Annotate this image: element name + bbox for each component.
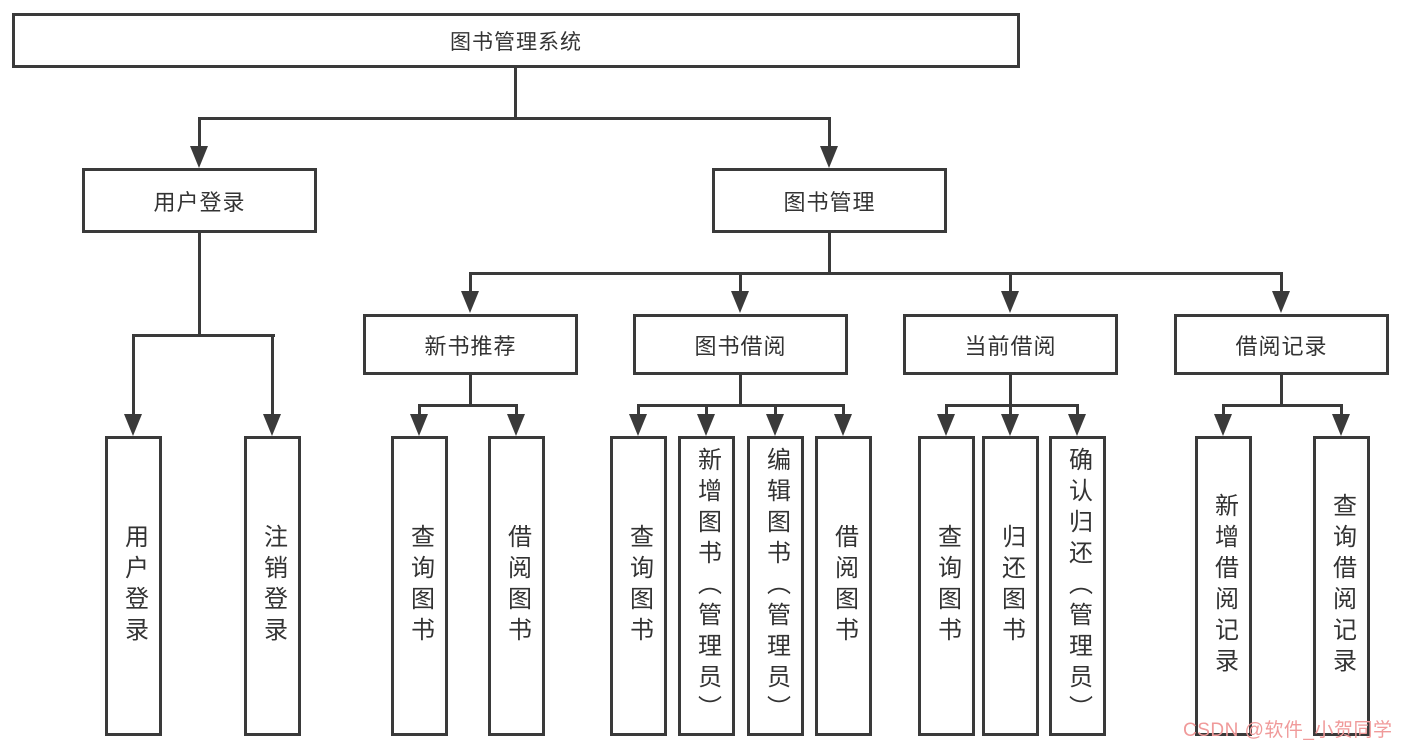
connector-line [1009,375,1012,406]
connector-line [1076,404,1079,416]
connector-line [945,404,1079,407]
connector-line [469,272,1283,275]
arrow-down-icon [263,414,281,436]
arrow-down-icon [190,146,208,168]
node-book-management: 图书管理 [712,168,947,233]
connector-line [132,334,275,337]
arrow-down-icon [629,414,647,436]
arrow-down-icon [766,414,784,436]
node-logout: 注销登录 [244,436,301,736]
arrow-down-icon [1001,414,1019,436]
connector-line [1280,272,1283,293]
connector-line [774,404,777,416]
connector-line [418,404,518,407]
connector-line [739,375,742,406]
arrow-down-icon [1068,414,1086,436]
connector-line [514,68,517,120]
arrow-down-icon [937,414,955,436]
connector-line [132,334,135,416]
connector-line [705,404,708,416]
connector-line [198,117,201,150]
connector-line [1280,375,1283,406]
node-return-books: 归还图书 [982,436,1039,736]
connector-line [1009,272,1012,293]
arrow-down-icon [1272,291,1290,313]
arrow-down-icon [820,146,838,168]
node-query-books-current: 查询图书 [918,436,975,736]
connector-line [828,117,831,150]
connector-line [945,404,948,416]
connector-line [1340,404,1343,416]
connector-line [515,404,518,416]
node-add-books-admin: 新增图书（管理员） [678,436,735,736]
node-borrow-records: 借阅记录 [1174,314,1389,375]
connector-line [198,117,831,120]
connector-line [1222,404,1225,416]
node-book-borrowing: 图书借阅 [633,314,848,375]
connector-line [469,375,472,406]
connector-line [739,272,742,293]
node-borrow-books: 借阅图书 [815,436,872,736]
csdn-watermark: CSDN @软件_小贺同学 [1183,720,1393,741]
arrow-down-icon [410,414,428,436]
connector-line [842,404,845,416]
arrow-down-icon [507,414,525,436]
arrow-down-icon [1332,414,1350,436]
node-confirm-return-admin: 确认归还（管理员） [1049,436,1106,736]
arrow-down-icon [731,291,749,313]
arrow-down-icon [124,414,142,436]
node-edit-books-admin: 编辑图书（管理员） [747,436,804,736]
node-user-login: 用户登录 [82,168,317,233]
connector-line [1222,404,1343,407]
arrow-down-icon [461,291,479,313]
node-new-book-recommend: 新书推荐 [363,314,578,375]
connector-line [271,334,274,416]
node-query-books-recommend: 查询图书 [391,436,448,736]
connector-line [418,404,421,416]
arrow-down-icon [697,414,715,436]
node-query-books-borrow: 查询图书 [610,436,667,736]
node-current-borrowing: 当前借阅 [903,314,1118,375]
connector-line [828,233,831,274]
connector-line [1009,404,1012,416]
connector-line [637,404,845,407]
arrow-down-icon [834,414,852,436]
node-query-borrow-record: 查询借阅记录 [1313,436,1370,736]
arrow-down-icon [1214,414,1232,436]
arrow-down-icon [1001,291,1019,313]
node-book-management-system: 图书管理系统 [12,13,1020,68]
connector-line [198,233,201,336]
connector-line [469,272,472,293]
node-add-borrow-record: 新增借阅记录 [1195,436,1252,736]
node-borrow-books-recommend: 借阅图书 [488,436,545,736]
node-user-login-leaf: 用户登录 [105,436,162,736]
connector-line [637,404,640,416]
